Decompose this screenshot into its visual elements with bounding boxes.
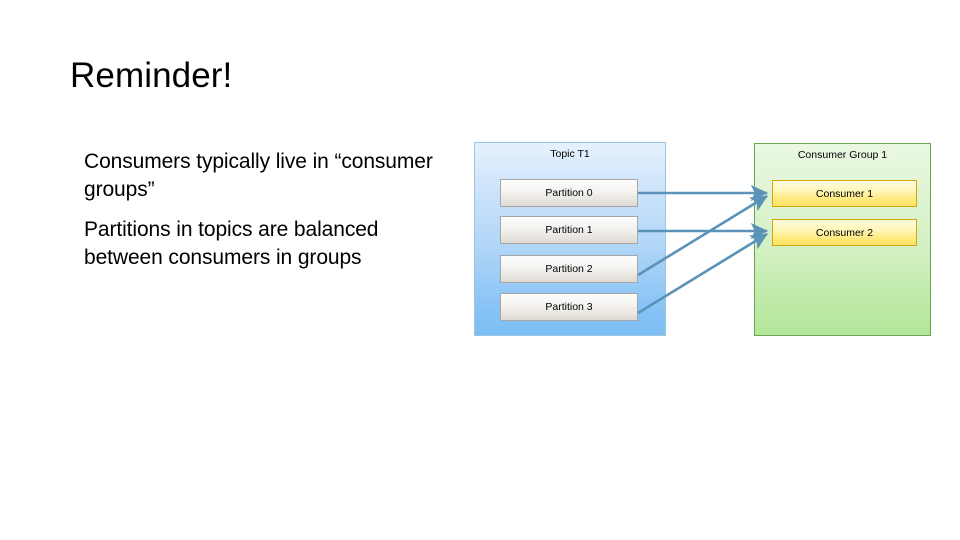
consumer-group-label: Consumer Group 1 bbox=[797, 149, 888, 161]
bullet-list: Consumers typically live in “consumer gr… bbox=[84, 148, 454, 272]
partition-box-3: Partition 3 bbox=[500, 293, 638, 321]
bullet-item-1: Consumers typically live in “consumer gr… bbox=[84, 150, 433, 201]
consumer-box-1: Consumer 1 bbox=[772, 180, 917, 207]
partition-box-0: Partition 0 bbox=[500, 179, 638, 207]
consumer-group-container bbox=[754, 143, 931, 336]
bullet-item-2: Partitions in topics are balanced betwee… bbox=[84, 218, 379, 269]
arrow-partition2-to-consumer1 bbox=[637, 194, 768, 277]
arrow-partition3-to-consumer2 bbox=[637, 232, 768, 315]
topic-container bbox=[474, 142, 666, 336]
topic-label: Topic T1 bbox=[550, 148, 590, 160]
page-title: Reminder! bbox=[70, 56, 233, 95]
partition-box-1: Partition 1 bbox=[500, 216, 638, 244]
consumer-box-2: Consumer 2 bbox=[772, 219, 917, 246]
partition-box-2: Partition 2 bbox=[500, 255, 638, 283]
